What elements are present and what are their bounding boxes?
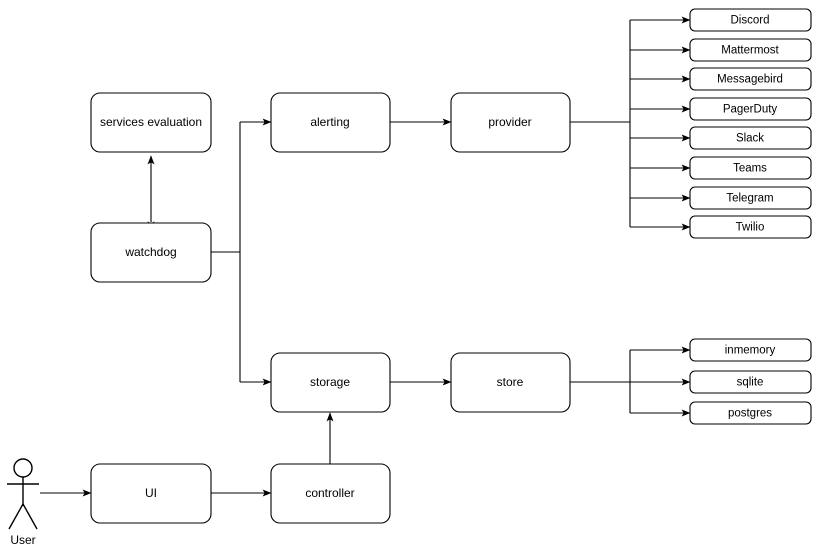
node-watchdog[interactable]: watchdog xyxy=(90,222,212,283)
node-store-target[interactable]: sqlite xyxy=(689,370,812,394)
node-provider-target-label: Twilio xyxy=(736,222,765,234)
node-provider-target[interactable]: Telegram xyxy=(689,186,812,210)
node-provider-target-label: Mattermost xyxy=(721,45,779,57)
node-alerting[interactable]: alerting xyxy=(270,92,391,153)
edge-store-bus xyxy=(570,350,631,413)
node-provider-target[interactable]: Twilio xyxy=(689,215,812,239)
node-provider-target-label: PagerDuty xyxy=(723,104,778,116)
node-provider-target[interactable]: PagerDuty xyxy=(689,97,812,121)
node-storage[interactable]: storage xyxy=(270,352,391,413)
node-provider-target[interactable]: Slack xyxy=(689,126,812,150)
node-services-evaluation[interactable]: services evaluation xyxy=(90,92,212,153)
actor-user-label: User xyxy=(10,533,35,547)
actor-head-icon xyxy=(13,458,33,478)
node-ui[interactable]: UI xyxy=(90,463,212,524)
node-store-target[interactable]: inmemory xyxy=(689,338,812,362)
store-fanout-edges xyxy=(630,346,691,417)
node-storage-label: storage xyxy=(310,375,350,389)
node-provider-target-label: Slack xyxy=(736,133,764,145)
node-ui-label: UI xyxy=(145,486,157,500)
node-provider-target-label: Messagebird xyxy=(717,74,783,86)
node-provider-target[interactable]: Teams xyxy=(689,156,812,180)
node-controller[interactable]: controller xyxy=(270,463,391,524)
node-provider[interactable]: provider xyxy=(450,92,571,153)
node-provider-target[interactable]: Mattermost xyxy=(689,38,812,62)
provider-fanout-edges xyxy=(630,16,691,231)
actor-user: User xyxy=(7,458,39,547)
node-provider-target-label: Teams xyxy=(733,163,767,175)
node-store-target-label: inmemory xyxy=(725,345,776,357)
node-services-evaluation-label: services evaluation xyxy=(100,115,202,129)
node-store-label: store xyxy=(497,375,524,389)
node-provider-label: provider xyxy=(488,115,531,129)
node-provider-target[interactable]: Discord xyxy=(689,8,812,32)
node-provider-target-label: Telegram xyxy=(726,193,773,205)
node-store-target[interactable]: postgres xyxy=(689,401,812,425)
actor-leg-right-icon xyxy=(22,503,38,530)
node-alerting-label: alerting xyxy=(310,115,349,129)
node-store-target-label: sqlite xyxy=(737,377,764,389)
node-controller-label: controller xyxy=(305,486,354,500)
node-store[interactable]: store xyxy=(450,352,571,413)
actor-leg-left-icon xyxy=(8,503,24,530)
node-store-target-label: postgres xyxy=(728,408,772,420)
node-watchdog-label: watchdog xyxy=(124,245,176,259)
node-provider-target[interactable]: Messagebird xyxy=(689,67,812,91)
node-provider-target-label: Discord xyxy=(731,15,770,27)
edge-provider-bus xyxy=(570,20,631,227)
